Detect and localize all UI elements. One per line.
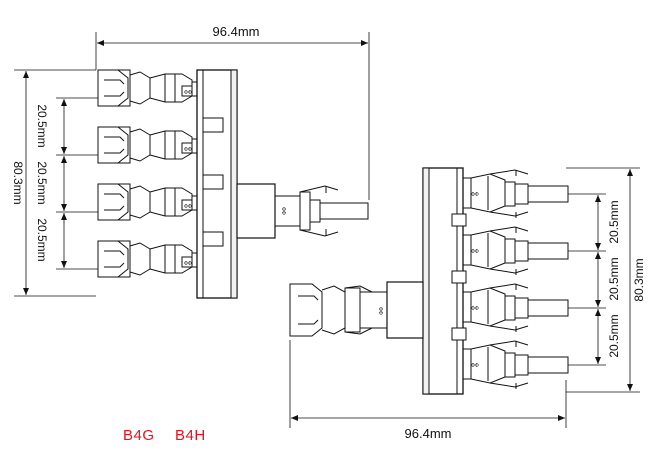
right-tier-markings: ΦΦ ΦΦ ΦΦ ΦΦ ΦΦ	[377, 192, 479, 369]
right-pitch-2: 20.5mm	[607, 257, 621, 300]
model-label-b4h: B4H	[175, 427, 206, 444]
svg-text:ΦΦ: ΦΦ	[471, 192, 479, 198]
right-height-dimension: 80.3mm	[632, 258, 646, 301]
svg-text:ΦΦ: ΦΦ	[184, 90, 192, 96]
svg-text:ΦΦ: ΦΦ	[471, 249, 479, 255]
svg-text:ΦΦ: ΦΦ	[471, 306, 479, 312]
left-pitch-1: 20.5mm	[35, 104, 49, 147]
left-tier-markings: ΦΦ ΦΦ ΦΦ ΦΦ ΦΦ	[184, 90, 286, 267]
left-input-tier-1	[97, 69, 198, 107]
svg-text:ΦΦ: ΦΦ	[184, 261, 192, 267]
right-connector-b4h	[289, 167, 569, 395]
model-label-b4g: B4G	[123, 427, 155, 444]
right-output-tier-1	[462, 169, 569, 218]
right-pitch-3: 20.5mm	[607, 314, 621, 357]
left-width-dimension: 96.4mm	[213, 24, 260, 39]
left-pitch-3: 20.5mm	[35, 218, 49, 261]
svg-text:ΦΦ: ΦΦ	[184, 147, 192, 153]
svg-text:ΦΦ: ΦΦ	[280, 207, 286, 215]
left-height-dimension: 80.3mm	[11, 161, 25, 204]
svg-text:ΦΦ: ΦΦ	[184, 204, 192, 210]
right-dimension-lines	[289, 167, 640, 428]
left-connector-b4g	[97, 69, 369, 299]
right-width-dimension: 96.4mm	[405, 426, 452, 441]
left-pitch-2: 20.5mm	[35, 161, 49, 204]
right-pitch-1: 20.5mm	[607, 200, 621, 243]
svg-text:ΦΦ: ΦΦ	[377, 307, 383, 315]
svg-text:ΦΦ: ΦΦ	[471, 363, 479, 369]
left-dimension-lines	[14, 32, 370, 297]
